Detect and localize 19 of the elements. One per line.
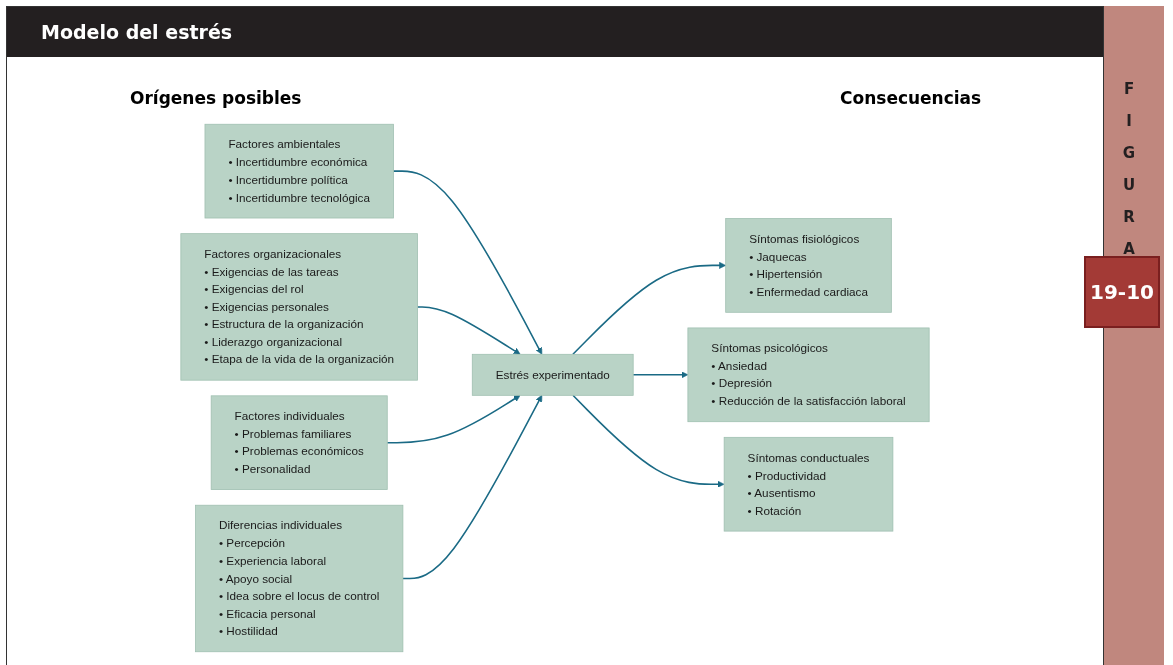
arrow xyxy=(386,395,521,444)
column-heading: Consecuencias xyxy=(840,88,982,108)
node-box: Factores individuales • Problemas familiares • Problemas económicos • Personalidad xyxy=(210,395,388,490)
figure-number: 19-10 xyxy=(1084,256,1160,328)
node-box: Diferencias individuales • Percepción • Experiencia laboral • Apoyo social • Idea sobre el locus de control • Eficacia personal • Hostilidad xyxy=(195,504,404,653)
column-heading: Orígenes posibles xyxy=(130,88,302,108)
title-bar: Modelo del estrés xyxy=(7,7,1103,57)
node-box: Síntomas psicológicos • Ansiedad • Depresión • Reducción de la satisfacción laboral xyxy=(687,327,930,423)
arrow xyxy=(572,261,726,356)
arrow xyxy=(392,170,543,355)
arrow xyxy=(416,306,521,355)
node-box: Síntomas conductuales • Productividad • Ausentismo • Rotación xyxy=(723,436,894,532)
arrow xyxy=(632,371,689,379)
node-box: Estrés experimentado xyxy=(471,353,634,396)
arrow xyxy=(572,394,725,488)
node-box: Síntomas fisiológicos • Jaquecas • Hipertensión • Enfermedad cardiaca xyxy=(725,218,892,313)
arrow xyxy=(402,395,543,580)
node-box: Factores ambientales • Incertidumbre económica • Incertidumbre política • Incertidumbre tecnológica xyxy=(204,123,394,219)
node-box: Factores organizacionales • Exigencias de las tareas • Exigencias del rol • Exigencias personales • Estructura de la organización • Liderazgo organizacional • Etapa de la vida de la organización xyxy=(180,233,418,381)
